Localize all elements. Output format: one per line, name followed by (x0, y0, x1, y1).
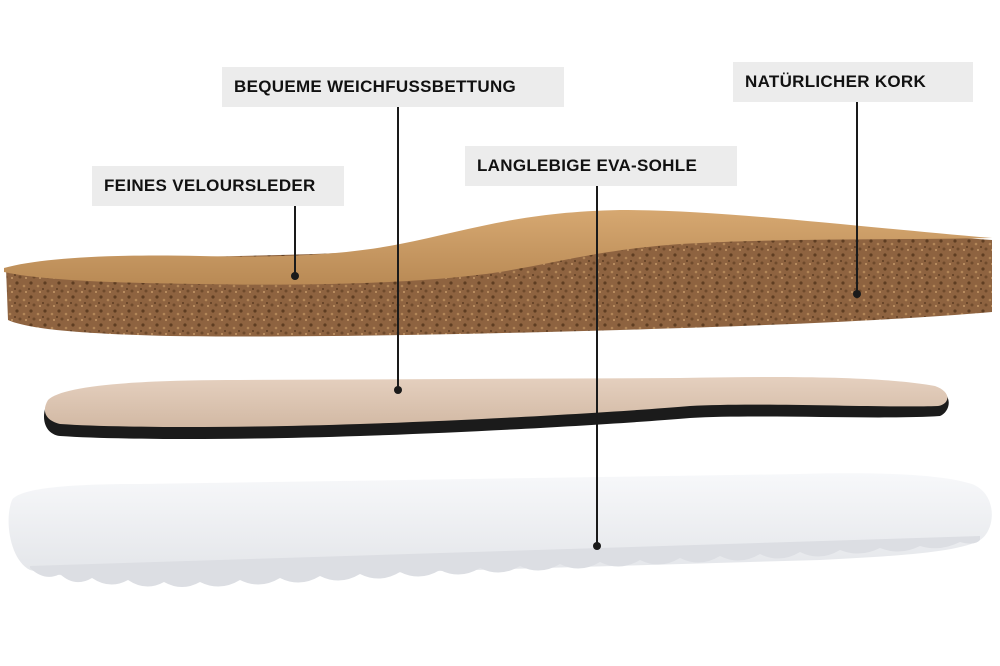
cork-footbed (4, 210, 992, 337)
leader-eva-dot (593, 542, 601, 550)
comfort-foam-layer (44, 376, 949, 439)
leader-velour-dot (291, 272, 299, 280)
eva-sole-layer (8, 473, 992, 587)
leader-lines (291, 102, 861, 550)
label-eva-sole: LANGLEBIGE EVA-SOHLE (465, 146, 737, 186)
label-velour-leather: FEINES VELOURSLEDER (92, 166, 344, 206)
eva-tread (30, 536, 980, 587)
leader-cork-dot (853, 290, 861, 298)
cork-body (6, 214, 992, 337)
label-natural-cork: NATÜRLICHER KORK (733, 62, 973, 102)
suede-top-surface (4, 210, 992, 285)
label-comfort-footbed: BEQUEME WEICHFUSSBETTUNG (222, 67, 564, 107)
foam-top-surface (44, 376, 948, 427)
leader-comfort-dot (394, 386, 402, 394)
